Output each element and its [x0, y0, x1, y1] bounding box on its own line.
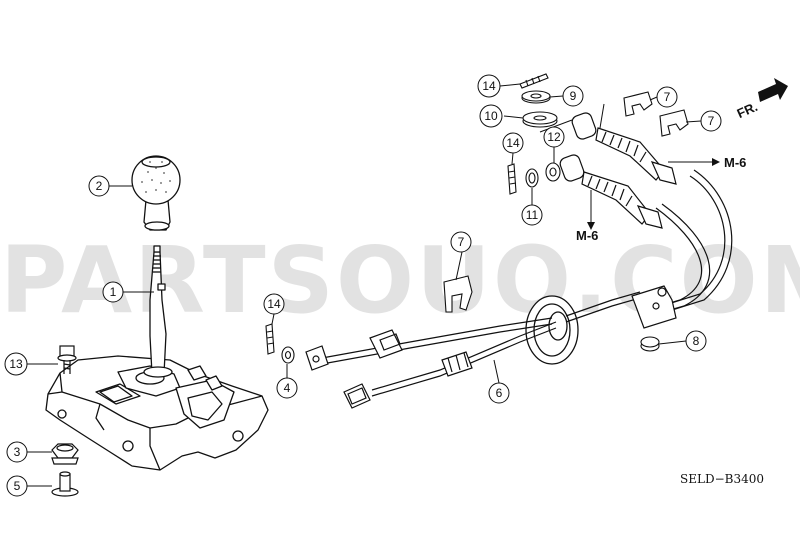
callout-14-mid[interactable]: 14: [502, 132, 524, 154]
watermark: PARTSOUQ.COM: [0, 227, 800, 334]
svg-text:7: 7: [664, 90, 671, 104]
callouts: 1 2 3 4 5 6 7 7 7 8 9 10 11 12 13 14 14 …: [4, 74, 722, 497]
shift-lever-housing[interactable]: [45, 355, 269, 471]
ref-front: FR.: [735, 99, 760, 121]
callout-10[interactable]: 10: [479, 104, 503, 128]
svg-text:11: 11: [526, 208, 539, 222]
ref-m6-left: M-6: [576, 228, 598, 243]
svg-text:14: 14: [482, 79, 496, 93]
leader-lines: [27, 83, 702, 487]
callout-9[interactable]: 9: [562, 85, 584, 107]
shift-knob[interactable]: [131, 155, 181, 231]
svg-text:3: 3: [14, 445, 21, 459]
svg-text:6: 6: [496, 386, 503, 400]
callout-1[interactable]: 1: [102, 281, 124, 303]
knob-texture: [141, 161, 171, 193]
pin-14-lower[interactable]: [265, 323, 275, 355]
svg-text:5: 5: [14, 479, 21, 493]
callout-2[interactable]: 2: [88, 175, 110, 197]
bolt-13[interactable]: [57, 345, 77, 374]
diagram-code: SELD−B3400: [680, 472, 764, 486]
callout-5[interactable]: 5: [6, 475, 28, 497]
svg-text:7: 7: [458, 235, 465, 249]
callout-12[interactable]: 12: [543, 126, 565, 148]
svg-text:2: 2: [96, 179, 103, 193]
svg-text:14: 14: [267, 297, 281, 311]
cable-end-lower[interactable]: [558, 153, 663, 229]
clip-11[interactable]: [525, 168, 539, 188]
svg-text:7: 7: [708, 114, 715, 128]
svg-text:1: 1: [110, 285, 117, 299]
ref-m6-right: M-6: [724, 155, 746, 170]
callout-7-middle[interactable]: 7: [450, 231, 472, 253]
cable-end-left[interactable]: [305, 329, 473, 409]
washer-12[interactable]: [545, 162, 561, 182]
callout-7-top-right[interactable]: 7: [700, 110, 722, 132]
svg-text:4: 4: [284, 381, 291, 395]
shift-cables: [321, 169, 733, 397]
cable-bracket[interactable]: [631, 285, 677, 329]
washer-9[interactable]: [521, 90, 551, 104]
callout-6[interactable]: 6: [488, 382, 510, 404]
svg-text:14: 14: [506, 136, 520, 150]
svg-text:9: 9: [570, 89, 577, 103]
callout-3[interactable]: 3: [6, 441, 28, 463]
svg-text:8: 8: [693, 334, 700, 348]
front-arrow-icon: [758, 78, 788, 102]
bolt-5[interactable]: [51, 471, 79, 497]
callout-14-top[interactable]: 14: [477, 74, 501, 98]
svg-text:13: 13: [9, 357, 23, 371]
callout-11[interactable]: 11: [521, 204, 543, 226]
callout-7-top-left[interactable]: 7: [656, 86, 678, 108]
m6-pointers: [539, 103, 720, 230]
callout-4[interactable]: 4: [276, 377, 298, 399]
shift-lever[interactable]: [143, 245, 173, 378]
clip-7-middle[interactable]: [443, 275, 473, 313]
cable-end-upper[interactable]: [570, 111, 677, 185]
washer-4[interactable]: [281, 346, 295, 364]
nut-3[interactable]: [51, 443, 79, 465]
svg-text:10: 10: [484, 109, 498, 123]
pin-14-mid[interactable]: [507, 163, 517, 195]
callout-8[interactable]: 8: [685, 330, 707, 352]
pin-14-top[interactable]: [519, 73, 549, 89]
svg-text:12: 12: [547, 130, 561, 144]
washer-10[interactable]: [522, 111, 558, 128]
clip-7-top-left[interactable]: [623, 91, 653, 117]
callout-14-lower[interactable]: 14: [263, 293, 285, 315]
callout-13[interactable]: 13: [4, 352, 28, 376]
grommet-8[interactable]: [640, 336, 660, 352]
clip-7-top-right[interactable]: [659, 109, 689, 137]
